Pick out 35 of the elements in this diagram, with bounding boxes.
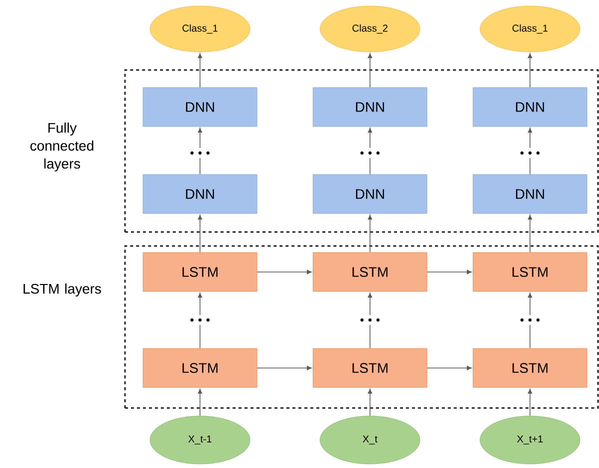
arrow	[528, 53, 532, 88]
group-label: Fully connected layers	[30, 122, 94, 172]
lstm-box: LSTM	[312, 348, 428, 388]
group-label: LSTM layers	[24, 283, 102, 296]
arrow	[256, 366, 312, 370]
arrow	[426, 270, 472, 274]
dnn-box: DNN	[142, 87, 258, 127]
arrow	[528, 128, 532, 175]
arrow	[368, 53, 372, 88]
dnn-box: DNN	[472, 87, 588, 127]
arrow	[368, 214, 372, 253]
arrow	[256, 270, 312, 274]
arrow	[198, 214, 202, 253]
arrow	[368, 292, 372, 349]
dashed-group-box	[124, 245, 599, 409]
arrow	[528, 388, 532, 416]
arrow	[368, 388, 372, 416]
arrow	[198, 388, 202, 416]
dashed-group-box	[124, 69, 599, 233]
dnn-box: DNN	[312, 174, 428, 214]
arrow	[198, 128, 202, 175]
dnn-box: DNN	[142, 174, 258, 214]
arrow	[528, 214, 532, 253]
lstm-box: LSTM	[312, 252, 428, 292]
arrow	[426, 366, 472, 370]
lstm-box: LSTM	[142, 348, 258, 388]
arrow	[198, 292, 202, 349]
lstm-box: LSTM	[472, 252, 588, 292]
arrow	[368, 128, 372, 175]
lstm-box: LSTM	[472, 348, 588, 388]
lstm-box: LSTM	[142, 252, 258, 292]
arrow	[528, 292, 532, 349]
arrow	[198, 53, 202, 88]
dnn-box: DNN	[312, 87, 428, 127]
dnn-box: DNN	[472, 174, 588, 214]
